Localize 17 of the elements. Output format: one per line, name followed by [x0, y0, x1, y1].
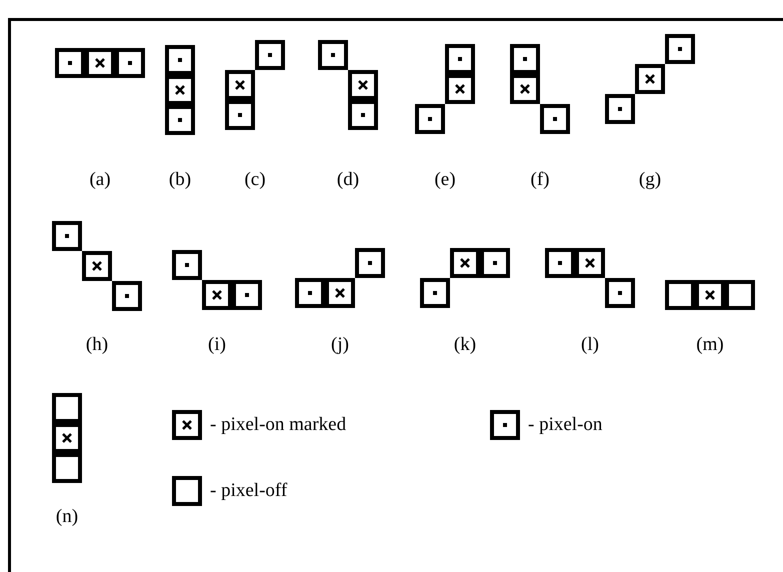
pattern-label: (g) [638, 170, 662, 189]
pattern-label: (m) [696, 335, 724, 354]
pattern-label: (f) [530, 170, 550, 189]
pattern-label: (l) [581, 335, 599, 354]
pattern-label: (e) [434, 170, 456, 189]
pattern-label: (c) [244, 170, 266, 189]
pattern-label: (h) [86, 335, 108, 354]
pattern-label: (b) [168, 170, 192, 189]
legend-text: - pixel-on [528, 415, 602, 434]
pattern-label: (n) [56, 507, 78, 526]
legend-text: - pixel-on marked [210, 415, 346, 434]
pattern-label: (i) [208, 335, 226, 354]
legend-text: - pixel-off [210, 481, 288, 500]
pattern-label: (d) [336, 170, 360, 189]
pattern-label: (k) [454, 335, 476, 354]
pattern-label: (a) [89, 170, 111, 189]
pattern-label: (j) [331, 335, 349, 354]
